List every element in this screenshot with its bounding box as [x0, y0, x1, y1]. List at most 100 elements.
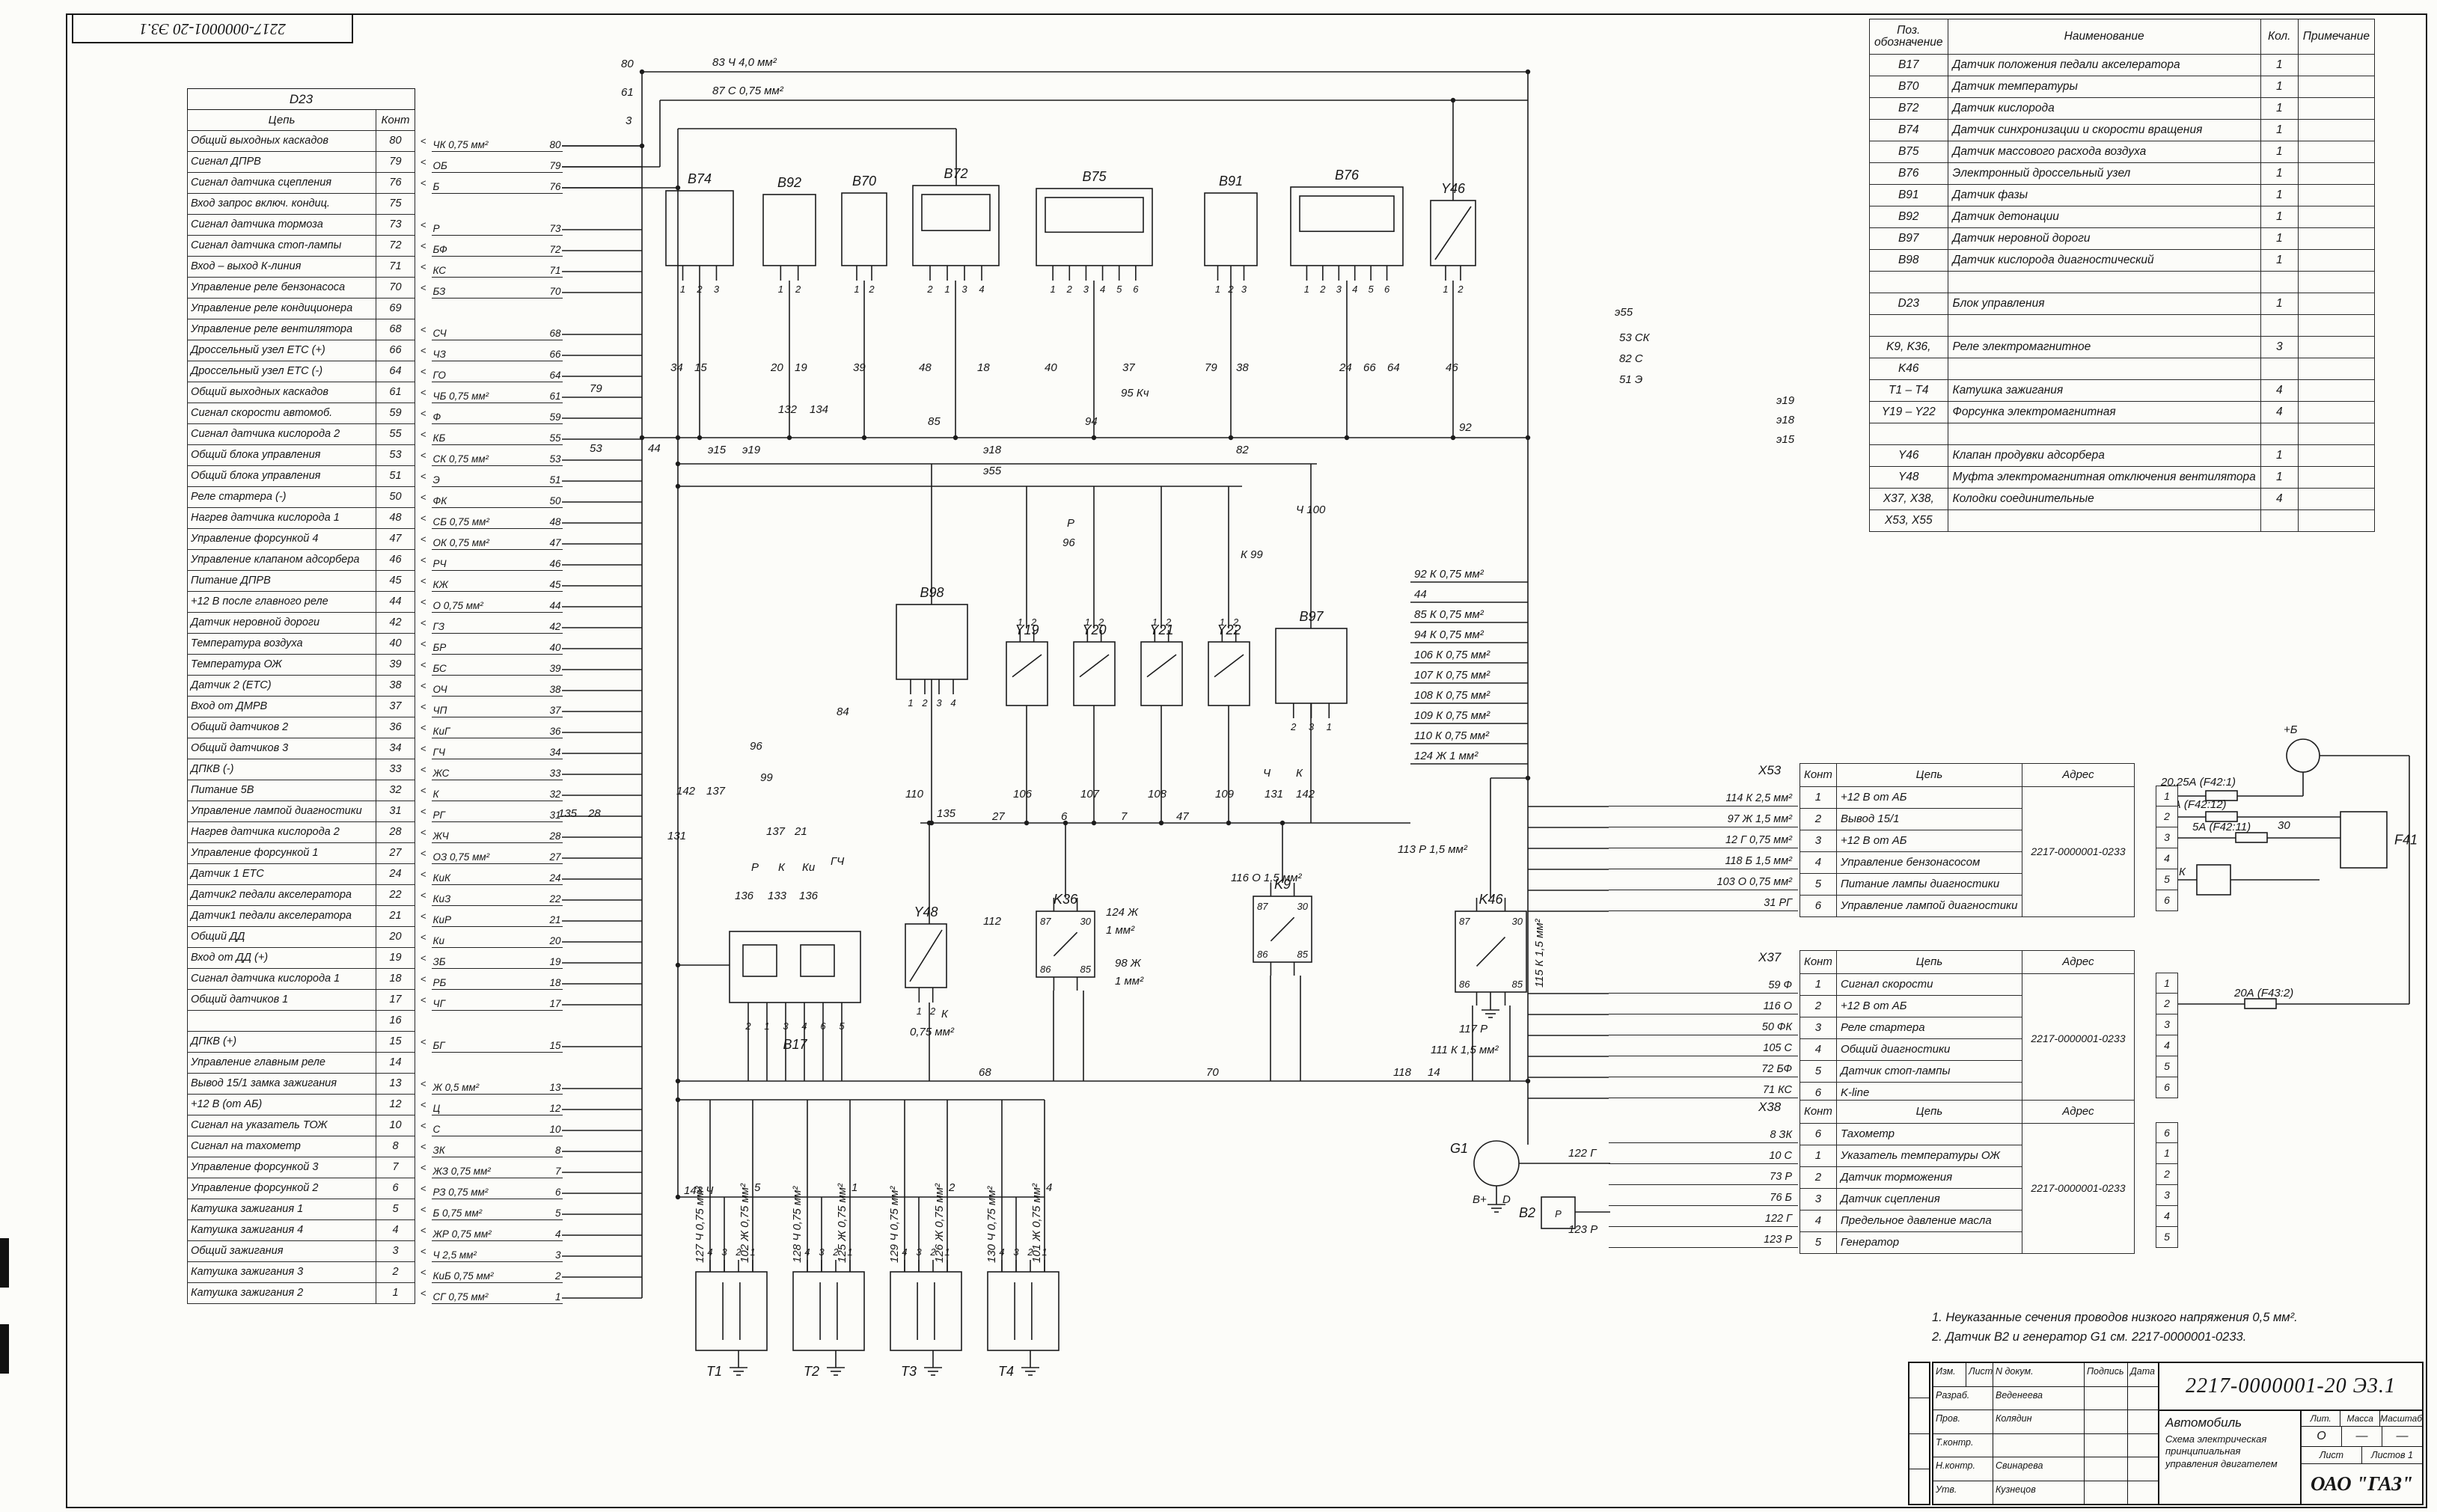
wire-label: 130 Ч 0,75 мм²: [985, 1186, 998, 1263]
svg-text:3: 3: [1013, 1246, 1019, 1258]
svg-text:K36: K36: [1054, 892, 1078, 907]
svg-text:2: 2: [1066, 284, 1073, 295]
wire-label: D: [1502, 1193, 1511, 1206]
wire-label: 20: [770, 361, 783, 374]
wire-label: 2: [948, 1181, 955, 1194]
svg-text:3: 3: [961, 284, 967, 295]
wire-label: 70: [1206, 1066, 1219, 1079]
wire-label: 122 Г: [1568, 1147, 1597, 1160]
svg-text:2: 2: [735, 1246, 742, 1258]
parts-row: [1869, 314, 2376, 337]
svg-text:4: 4: [902, 1246, 907, 1258]
parts-col-note: Примечание: [2297, 19, 2376, 55]
tb-col-sign: Подпись: [2085, 1363, 2128, 1386]
x53-wire-label: 31 РГ: [1609, 890, 1798, 911]
wire-label: 27: [991, 810, 1005, 823]
wire-label: 4: [1046, 1181, 1052, 1194]
wire-label: 21: [794, 825, 807, 838]
svg-text:2: 2: [1227, 284, 1234, 295]
svg-text:86: 86: [1040, 964, 1051, 975]
svg-text:1: 1: [908, 697, 913, 708]
wire-label: 96: [750, 740, 762, 753]
tb-title-sub: Схема электрическая принципиальная управ…: [2165, 1433, 2278, 1469]
wire-label: 53 СК: [1619, 331, 1651, 344]
x38-pin: 6: [2156, 1122, 2178, 1143]
svg-text:4: 4: [999, 1246, 1004, 1258]
wire-label: Ки: [802, 861, 816, 874]
tb-role: Утв.: [1933, 1481, 1993, 1504]
wire-label: э55: [983, 465, 1002, 477]
tb-mass-value: —: [2342, 1427, 2382, 1446]
x38-label: Х38: [1758, 1100, 1782, 1114]
svg-text:2: 2: [926, 284, 933, 295]
drawing-frame: [66, 13, 2427, 1508]
wire-label: 83 Ч 4,0 мм²: [712, 56, 777, 69]
x37-label: Х37: [1758, 950, 1782, 964]
tb-scale-label: Масштаб: [2379, 1413, 2422, 1424]
svg-text:2: 2: [1098, 616, 1104, 628]
x53-wire-label: 103 О 0,75 мм²: [1609, 869, 1798, 890]
wire-label: э19: [742, 444, 761, 456]
wire-label: 124 Ж: [1106, 906, 1139, 919]
conn-col-address: Адрес: [2021, 950, 2135, 974]
wire-label: Р: [751, 861, 759, 874]
wire-label: 131: [667, 830, 686, 842]
wire-label: 142: [676, 785, 696, 798]
svg-text:2: 2: [1232, 616, 1239, 628]
wire-label: э15: [708, 444, 727, 456]
x38-pin: 1: [2156, 1143, 2178, 1164]
parts-row: X53, X55: [1869, 509, 2376, 532]
svg-text:Т2: Т2: [804, 1364, 819, 1379]
component-F41: F41: [2340, 811, 2418, 869]
svg-text:107 К 0,75 мм²: 107 К 0,75 мм²: [1414, 669, 1490, 682]
svg-text:2: 2: [1319, 284, 1326, 295]
wire-label: 99: [760, 771, 773, 784]
svg-text:K46: K46: [1479, 892, 1503, 907]
conn-col-circuit: Цепь: [1835, 950, 2022, 974]
svg-text:108 К 0,75 мм²: 108 К 0,75 мм²: [1414, 689, 1490, 702]
parts-col-name: Наименование: [1947, 19, 2261, 55]
tb-organization: ОАО "ГАЗ": [2310, 1472, 2414, 1495]
wire-label: 137: [706, 785, 726, 798]
svg-text:110 К 0,75 мм²: 110 К 0,75 мм²: [1414, 729, 1490, 742]
svg-text:1: 1: [1443, 284, 1448, 295]
wire-label: 47: [1176, 810, 1189, 823]
wire-label: 84: [837, 706, 849, 718]
wire-label: 79: [590, 382, 602, 395]
wire-label: 134: [810, 403, 828, 416]
svg-text:5: 5: [1369, 284, 1375, 295]
svg-text:3: 3: [819, 1246, 825, 1258]
wire-label: 111 К 1,5 мм²: [1431, 1044, 1499, 1056]
tb-lit-label: Лит.: [2302, 1411, 2341, 1426]
x37-wire-label: 116 О: [1609, 994, 1798, 1014]
svg-text:3: 3: [783, 1020, 789, 1032]
